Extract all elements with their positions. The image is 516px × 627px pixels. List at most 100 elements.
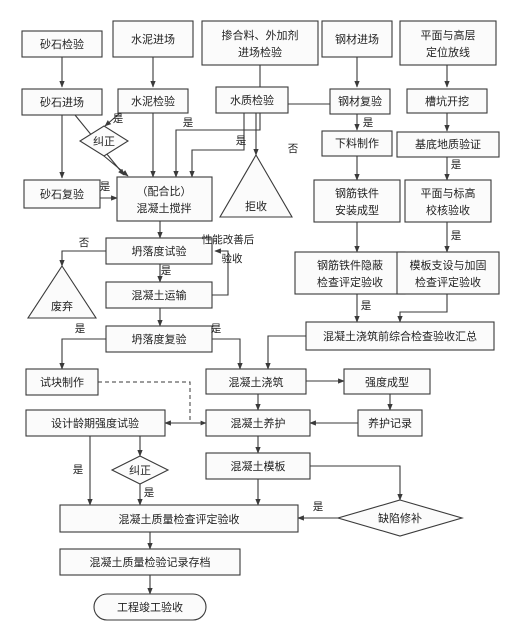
node-formwork-acceptance-label-2: 检查评定验收: [415, 275, 481, 289]
node-steel-forming-label-1: 钢筋铁件: [335, 186, 379, 200]
node-concrete-mixing-label-2: 混凝土搅拌: [137, 201, 192, 215]
edge-label-no-steel: 否: [288, 143, 299, 155]
node-strength-forming-label: 强度成型: [365, 375, 409, 389]
node-correct-diamond-1: [78, 125, 130, 157]
node-concrete-formwork-removal: [205, 452, 311, 480]
node-steel-arrival-label: 钢材进场: [335, 32, 379, 46]
node-reject-triangle: [219, 153, 293, 218]
node-concrete-pouring-label: 混凝土浇筑: [229, 375, 284, 389]
node-discard-triangle: [26, 264, 98, 319]
edge-label-yes-cement: 是: [113, 113, 124, 125]
node-level-check-label-2: 校核验收: [426, 203, 470, 217]
node-water-inspection-label: 水质检验: [230, 93, 274, 107]
node-design-strength-test-label: 设计龄期强度试验: [51, 416, 139, 430]
node-strength-forming: [343, 368, 431, 395]
node-concrete-transport-label: 混凝土运输: [132, 288, 187, 302]
edge-label-yes-level: 是: [451, 230, 462, 242]
edge-slump2-to-sample: [59, 338, 106, 370]
node-steel-forming-label-2: 安装成型: [335, 203, 379, 217]
node-quality-acceptance: [59, 504, 299, 533]
node-cutting: [321, 130, 393, 157]
edge-form-to-pre-pour: [397, 294, 448, 323]
node-concrete-curing: [205, 409, 311, 437]
edge-labels: 是 是 是 否 是 是 否 性能改善后 验收 是 是 是 是 是 是 是 是 是: [73, 113, 462, 513]
node-concrete-mixing: [116, 176, 213, 222]
edge-demold-to-defect: [310, 465, 403, 501]
node-correct-diamond-2-label: 纠正: [129, 464, 151, 477]
node-sand-reinspection-label: 砂石复验: [40, 187, 84, 201]
node-steel-reinspection: [329, 88, 391, 115]
node-cement-inspection-label: 水泥检验: [131, 94, 175, 108]
edge-label-yes-correct2: 是: [144, 487, 155, 499]
node-concrete-formwork-removal-label: 混凝土模板: [231, 459, 286, 473]
node-soil-verification-label: 基底地质验证: [415, 137, 481, 151]
node-admixture-arrival-label-1: 掺合料、外加剂: [222, 28, 299, 42]
node-design-strength-test: [25, 409, 166, 437]
edge-label-yes-water: 是: [236, 135, 247, 147]
node-steel-forming: [313, 179, 401, 223]
edge-label-yes-defect: 是: [313, 501, 324, 513]
edge-label-yes-slump2-left: 是: [75, 323, 86, 335]
edge-label-yes-sand: 是: [100, 181, 111, 193]
node-admixture-arrival-label-2: 进场检验: [238, 45, 282, 59]
node-survey-layout: [399, 20, 497, 66]
edge-label-improve-1: 性能改善后: [202, 233, 255, 246]
node-sand-inspection-label: 砂石检验: [40, 37, 84, 51]
node-curing-record: [357, 409, 423, 437]
edge-pre-pour-to-pour: [265, 335, 306, 370]
node-sand-inspection: [21, 30, 103, 58]
edge-label-yes-admix: 是: [183, 117, 194, 129]
node-defect-repair-diamond: [336, 499, 464, 537]
nodes: 砂石检验 水泥进场 掺合料、外加剂 进场检验 钢材进场 平面与高层 定位放线 砂…: [21, 20, 500, 621]
node-formwork-acceptance: [396, 251, 500, 295]
edge-label-yes-soil: 是: [451, 159, 462, 171]
node-slump-test-label: 坍落度试验: [132, 244, 187, 258]
node-slump-retest: [105, 325, 213, 353]
node-steel-hidden-acceptance: [294, 251, 406, 295]
node-final-acceptance-label: 工程竣工验收: [117, 600, 183, 614]
node-curing-record-label: 养护记录: [368, 416, 412, 430]
node-sand-arrival: [21, 88, 103, 116]
node-cement-inspection: [117, 88, 189, 114]
node-defect-repair-diamond-label: 缺陷修补: [378, 511, 422, 525]
node-steel-hidden-acceptance-label-2: 检查评定验收: [317, 275, 383, 289]
edge-slump2-to-pour: [212, 338, 243, 370]
node-survey-layout-label-1: 平面与高层: [421, 28, 476, 42]
node-concrete-transport: [105, 281, 213, 309]
node-steel-reinspection-label: 钢材复验: [338, 94, 382, 108]
edge-slump1-to-discard: [59, 250, 106, 267]
node-sand-reinspection: [23, 179, 101, 209]
node-admixture-arrival: [201, 20, 319, 66]
node-steel-arrival: [321, 20, 393, 58]
node-sample-making-label: 试块制作: [40, 376, 84, 389]
node-concrete-pouring: [205, 368, 307, 395]
node-trench-excavation: [406, 88, 488, 114]
node-quality-archive-label: 混凝土质量检验记录存档: [90, 555, 211, 569]
node-cutting-label: 下料制作: [335, 136, 379, 150]
edge-label-improve-2: 验收: [222, 252, 243, 265]
node-correct-diamond-1-label: 纠正: [93, 135, 115, 148]
node-quality-archive: [59, 548, 241, 576]
edge-label-yes-slump2-right: 是: [211, 323, 222, 335]
edge-water-to-mix: [189, 113, 245, 178]
node-final-acceptance: [93, 593, 207, 621]
node-cement-arrival-label: 水泥进场: [131, 32, 175, 46]
node-slump-test: [105, 237, 213, 265]
node-pre-pour-summary: [305, 321, 495, 351]
node-formwork-acceptance-label-1: 模板支设与加固: [410, 258, 487, 272]
node-sand-arrival-label: 砂石进场: [40, 95, 84, 109]
edge-label-yes-hidden: 是: [361, 300, 372, 312]
node-soil-verification: [396, 131, 500, 158]
node-sample-making: [25, 368, 99, 396]
node-level-check: [404, 179, 492, 223]
node-pre-pour-summary-label: 混凝土浇筑前综合检查验收汇总: [323, 329, 477, 343]
node-concrete-curing-label: 混凝土养护: [231, 416, 286, 430]
edges: [59, 57, 450, 595]
edge-label-yes-steel: 是: [363, 117, 374, 129]
edge-label-yes-slump1: 是: [161, 265, 172, 277]
node-level-check-label-1: 平面与标高: [421, 186, 476, 200]
node-water-inspection: [215, 86, 289, 114]
node-steel-hidden-acceptance-label-1: 钢筋铁件隐蔽: [317, 258, 383, 272]
node-cement-arrival: [112, 20, 194, 58]
